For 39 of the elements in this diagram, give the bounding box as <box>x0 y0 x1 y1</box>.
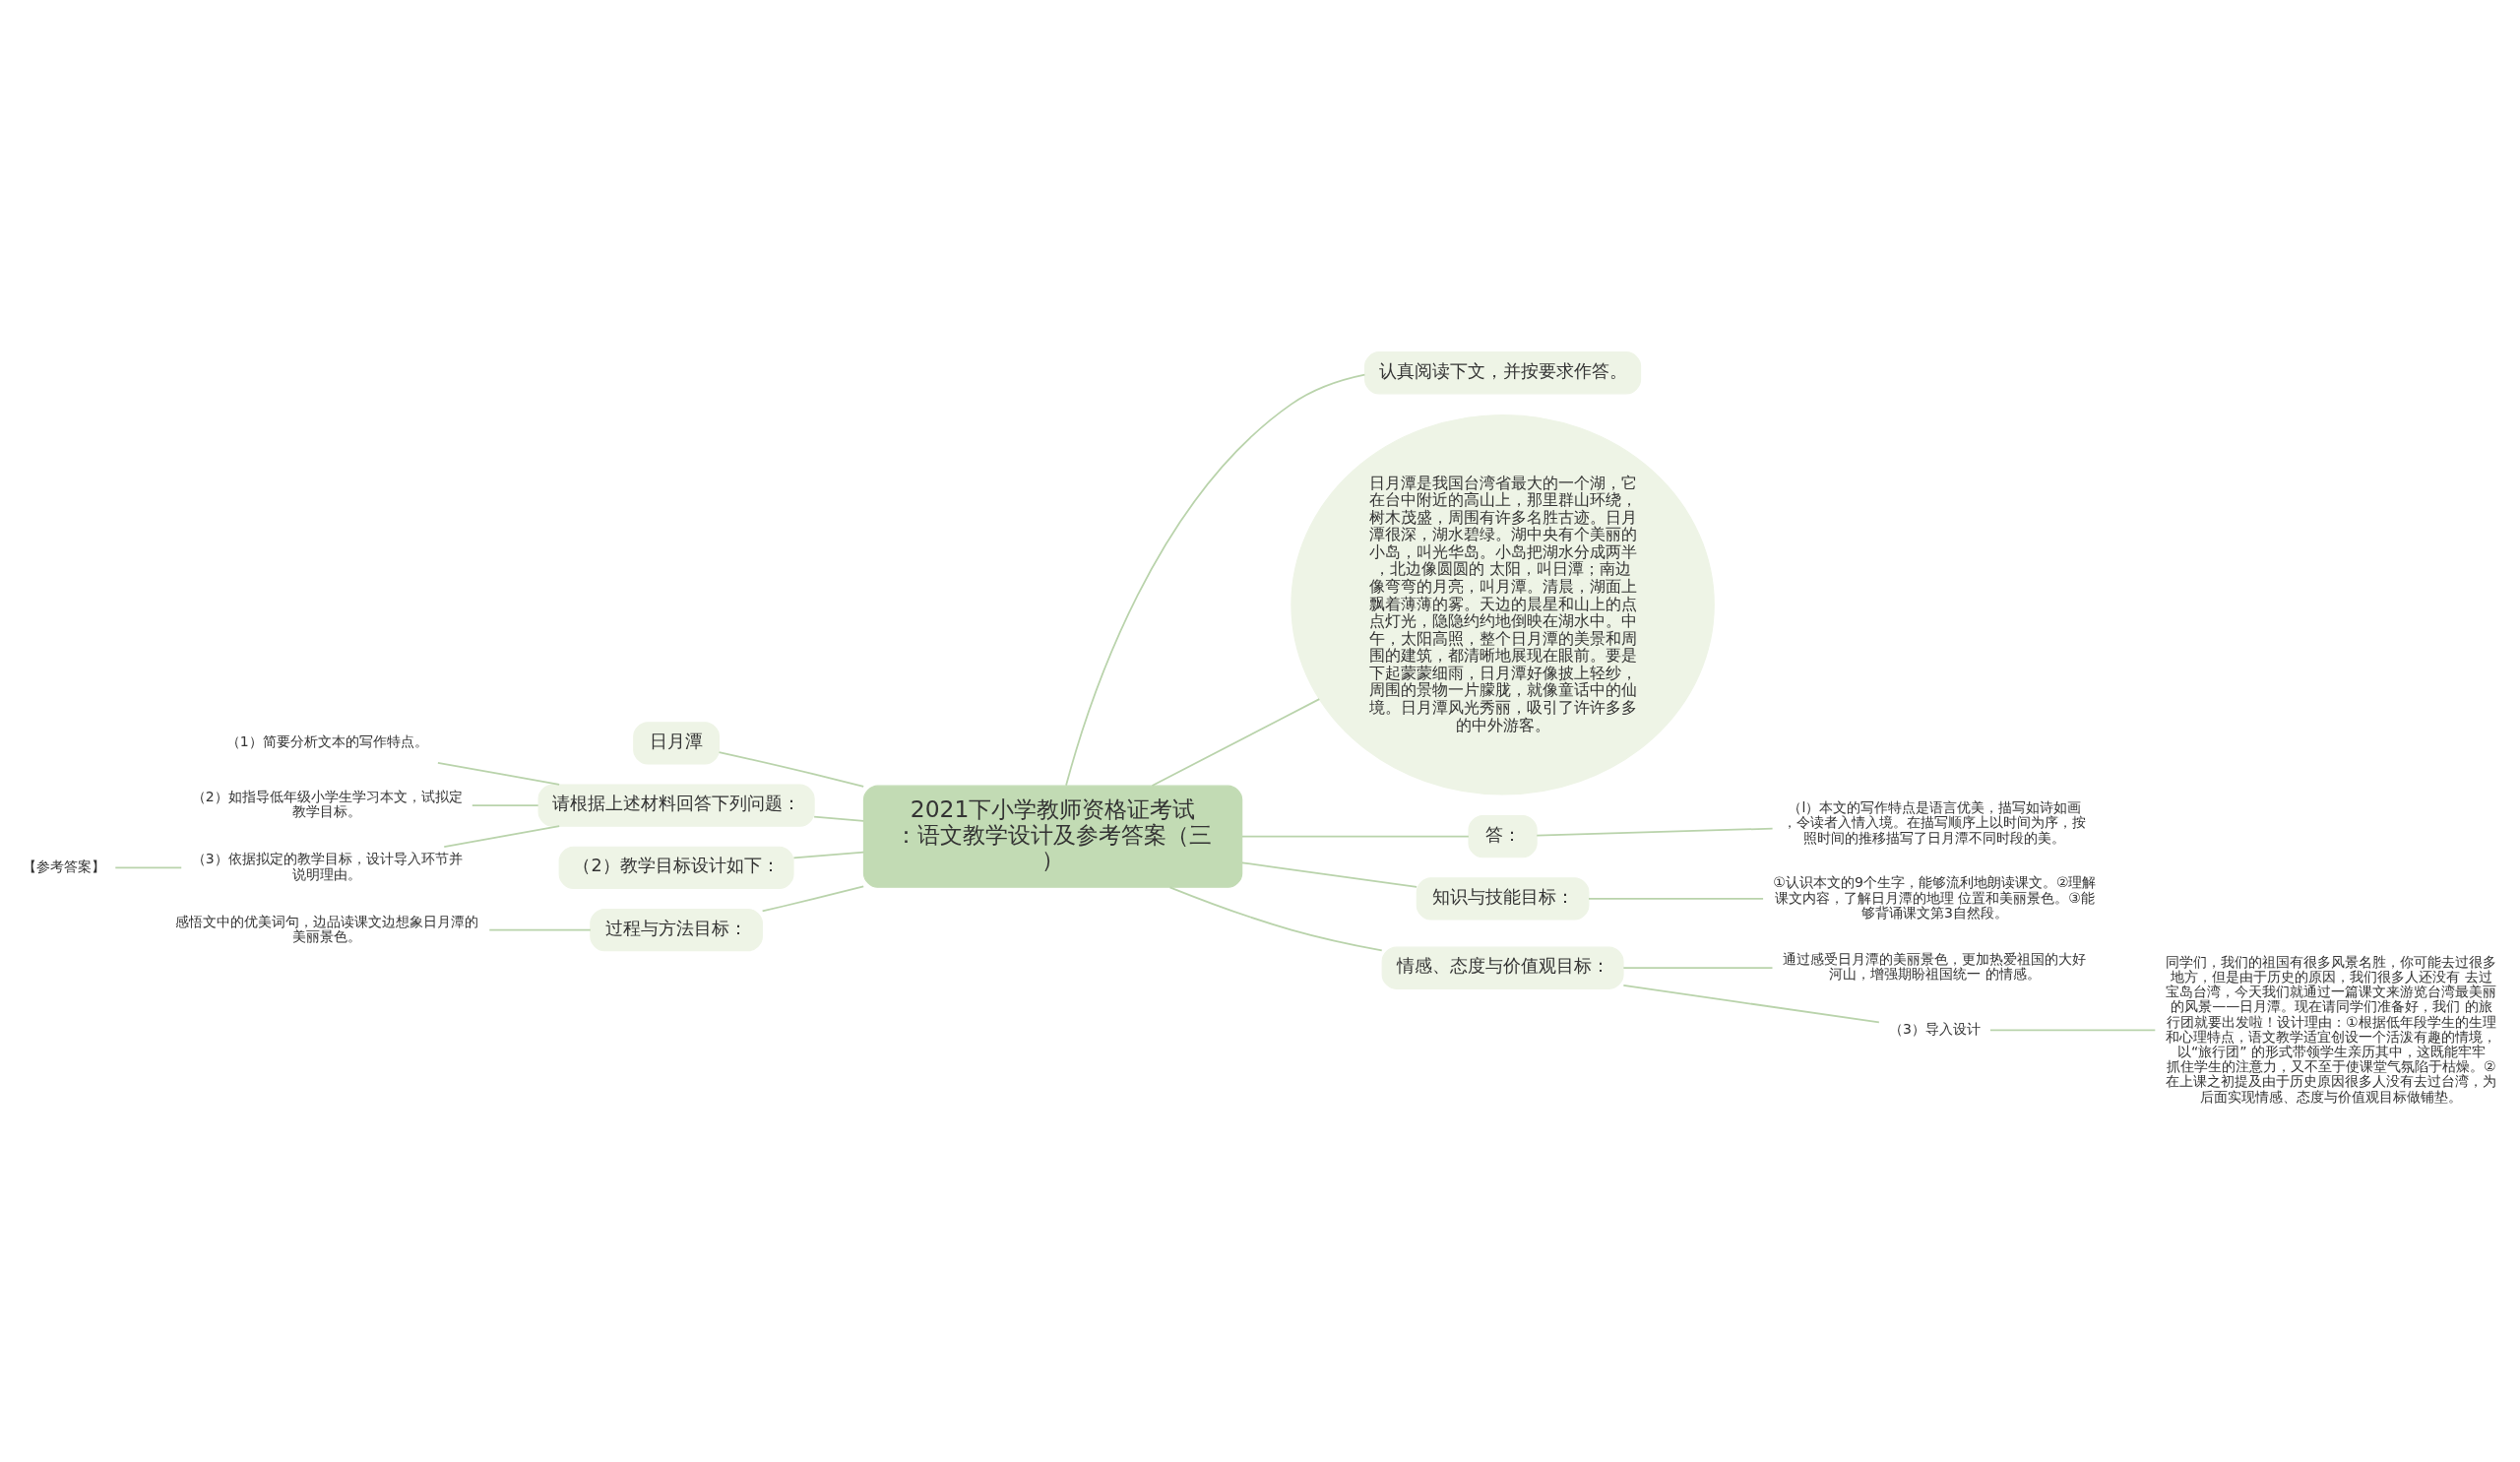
node-box: 过程与方法目标： <box>590 908 763 952</box>
connector <box>1989 1029 2157 1032</box>
connector <box>437 761 560 786</box>
node-box: 日月潭 <box>633 722 721 765</box>
node-box: 答： <box>1468 815 1538 858</box>
connector <box>1241 861 1418 888</box>
node-text: 【参考答案】 <box>23 858 106 874</box>
connector <box>1065 373 1366 787</box>
connector <box>761 885 865 913</box>
connector <box>471 804 539 806</box>
node-text: （2）如指导低年级小学生学习本文，试拟定教学目标。 <box>191 789 463 820</box>
node-text: ①认识本文的9个生字，能够流利地朗读课文。②理解课文内容，了解日月潭的地理 位置和美丽景色。③能够背诵课文第3自然段。 <box>1773 874 2097 921</box>
connector <box>488 928 592 931</box>
connector <box>1241 835 1470 838</box>
node-text: 通过感受日月潭的美丽景色，更加热爱祖国的大好河山，增强期盼祖国统一 的情感。 <box>1783 951 2087 983</box>
connector <box>114 866 183 869</box>
node-text: 感悟文中的优美词句，边品读课文边想象日月潭的美丽景色。 <box>175 913 479 944</box>
node-ellipse: 日月潭是我国台湾省最大的一个湖，它在台中附近的高山上，那里群山环绕，树木茂盛，周围有许多名胜古迹。日月潭很深，湖水碧绿。湖中央有个美丽的小岛，叫光华岛。小岛把湖水分成两半，北边像圆圆的 太阳，叫日潭；南边像弯弯的月亮，叫月潭。清晨，湖面上飘着薄薄的雾。天边的晨星和山上的点点灯光，隐隐约约地倒映在湖水中。中午，太阳高照，整个日月潭的美景和周围的建筑，都清晰地展现在眼前。要是下起蒙蒙细雨，日月潭好像披上轻纱，周围的景物一片朦胧，就像童话中的仙境。日月潭风光秀丽，吸引了许许多多的中外游客。 <box>1291 413 1715 795</box>
node-text: （l）本文的写作特点是语言优美，描写如诗如画，令读者入情入境。在描写顺序上以时间为序，按照时间的推移描写了日月潭不同时段的美。 <box>1783 799 2087 846</box>
node-box: 请根据上述材料回答下列问题： <box>537 784 815 827</box>
connector <box>813 815 865 822</box>
connector <box>1588 898 1764 900</box>
connector <box>718 751 865 788</box>
connector <box>1151 698 1321 787</box>
connector <box>1622 984 1880 1024</box>
node-text: （3）导入设计 <box>1888 1021 1981 1038</box>
node-text: （1）简要分析文本的写作特点。 <box>225 733 428 750</box>
connector <box>1168 886 1383 952</box>
node-box: 情感、态度与价值观目标： <box>1381 946 1624 989</box>
connector <box>443 825 560 849</box>
node-text: （3）依据拟定的教学目标，设计导入环节并说明理由。 <box>191 851 463 882</box>
node-text: 同学们，我们的祖国有很多风景名胜，你可能去过很多地方，但是由于历史的原因，我们很多人还没有 去过宝岛台湾，今天我们就通过一篇课文来游览台湾最美丽的风景——日月潭。现在请同学们准备好，我们 的旅行团就要出发啦！设计理由：①根据低年段学生的生理和心理特点，语文教学适宜创设一个活泼有趣的情境，以“旅行团” 的形式带领学生亲历其中，这既能牢牢抓住学生的注意力，又不至于使课堂气氛陷于枯燥。②在上课之初提及由于历史原因很多人没有去过台湾，为后面实现情感、态度与价值观目标做铺垫。 <box>2166 953 2497 1105</box>
connector <box>1536 827 1774 837</box>
node-box: 知识与技能目标： <box>1416 877 1590 921</box>
node-box: 认真阅读下文，并按要求作答。 <box>1364 351 1642 395</box>
node-box: 2021下小学教师资格证考试：语文教学设计及参考答案（三） <box>862 785 1243 888</box>
node-box: （2）教学目标设计如下： <box>558 846 794 889</box>
connector <box>1622 967 1774 970</box>
connector <box>792 851 865 859</box>
